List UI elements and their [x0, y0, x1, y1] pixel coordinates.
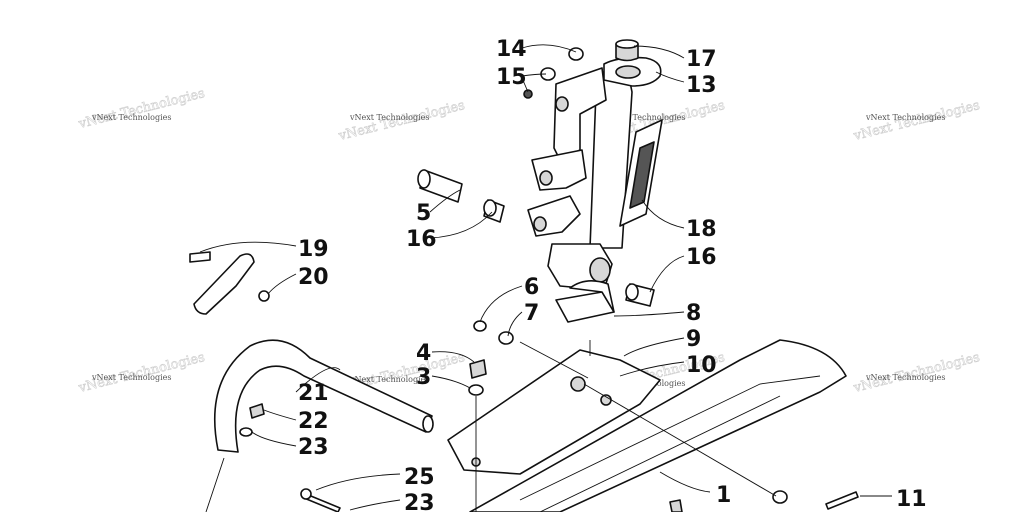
watermark-text: vNext Technologies	[865, 373, 945, 382]
nut-15	[523, 89, 533, 99]
callout-6: 6	[524, 275, 539, 300]
spindle-bore	[615, 65, 641, 79]
callout-23b: 23	[404, 491, 435, 512]
ski-saddle-9	[447, 349, 661, 475]
callout-19: 19	[298, 237, 329, 262]
callout-25: 25	[404, 465, 435, 490]
watermark-ghost: vNext Technologies	[76, 86, 206, 132]
boss-hole	[555, 96, 569, 112]
ski-keel	[519, 375, 821, 501]
watermark-group: vNext Technologies vNext Technologies vN…	[76, 86, 982, 397]
wear-bar-bracket	[193, 253, 255, 315]
clevis-hole	[589, 257, 611, 283]
callout-21: 21	[298, 381, 329, 406]
nut-6	[473, 320, 487, 332]
callout-5: 5	[416, 201, 431, 226]
stud	[669, 499, 683, 512]
watermark-text: vNext Technologies	[91, 113, 171, 122]
callout-labels: 14 15 17 13 18 5 16 16 19 20 6 7 8 9 10 …	[298, 37, 927, 512]
callout-10: 10	[686, 353, 717, 378]
leader-lines	[199, 44, 892, 512]
ski-1	[469, 339, 847, 512]
boss-hole	[533, 216, 547, 232]
bushing-16b-end	[625, 283, 639, 301]
callout-17: 17	[686, 47, 717, 72]
spindle-assembly	[527, 39, 663, 291]
callout-16b: 16	[686, 245, 717, 270]
decal-logo	[629, 141, 655, 209]
watermark-text: vNext Technologies	[605, 113, 685, 122]
callout-3: 3	[416, 365, 431, 390]
callout-7: 7	[524, 301, 539, 326]
watermark-text: vNext Technologies	[865, 113, 945, 122]
ski-edge	[539, 395, 781, 512]
cotter-pin-11	[825, 491, 859, 510]
nut-22	[249, 403, 265, 419]
bushing-5-end	[417, 169, 431, 189]
callout-22: 22	[298, 409, 329, 434]
callout-23: 23	[298, 435, 329, 460]
damper-block-8-top	[569, 280, 615, 313]
bushing-16-end	[483, 199, 497, 217]
callout-9: 9	[686, 327, 701, 352]
callout-18: 18	[686, 217, 717, 242]
callout-16: 16	[406, 227, 437, 252]
loop-end	[422, 415, 434, 433]
washer-3	[468, 384, 484, 396]
callout-4: 4	[416, 341, 431, 366]
watermark-text: vNext Technologies	[91, 373, 171, 382]
bolt-25-head	[300, 488, 312, 500]
washer-23	[239, 427, 253, 437]
watermark-text: vNext Technologies	[349, 375, 429, 384]
washer-1	[772, 490, 788, 504]
callout-13: 13	[686, 73, 717, 98]
watermark-text: vNext Technologies	[349, 113, 429, 122]
callout-20: 20	[298, 265, 329, 290]
callout-8: 8	[686, 301, 701, 326]
boss-hole	[539, 170, 553, 186]
locknut-4	[469, 359, 487, 379]
ski-loop-21	[213, 339, 433, 453]
saddle-hole	[570, 376, 586, 392]
callout-15: 15	[496, 65, 527, 90]
callout-11: 11	[896, 487, 927, 512]
callout-1: 1	[716, 483, 731, 508]
callout-14: 14	[496, 37, 527, 62]
screw-19	[189, 251, 211, 263]
grease-cap-top	[615, 39, 639, 49]
spindle-arm-lower	[531, 149, 587, 191]
washer-7	[498, 331, 514, 345]
nut-20	[258, 290, 270, 302]
spindle-arm	[553, 67, 607, 161]
